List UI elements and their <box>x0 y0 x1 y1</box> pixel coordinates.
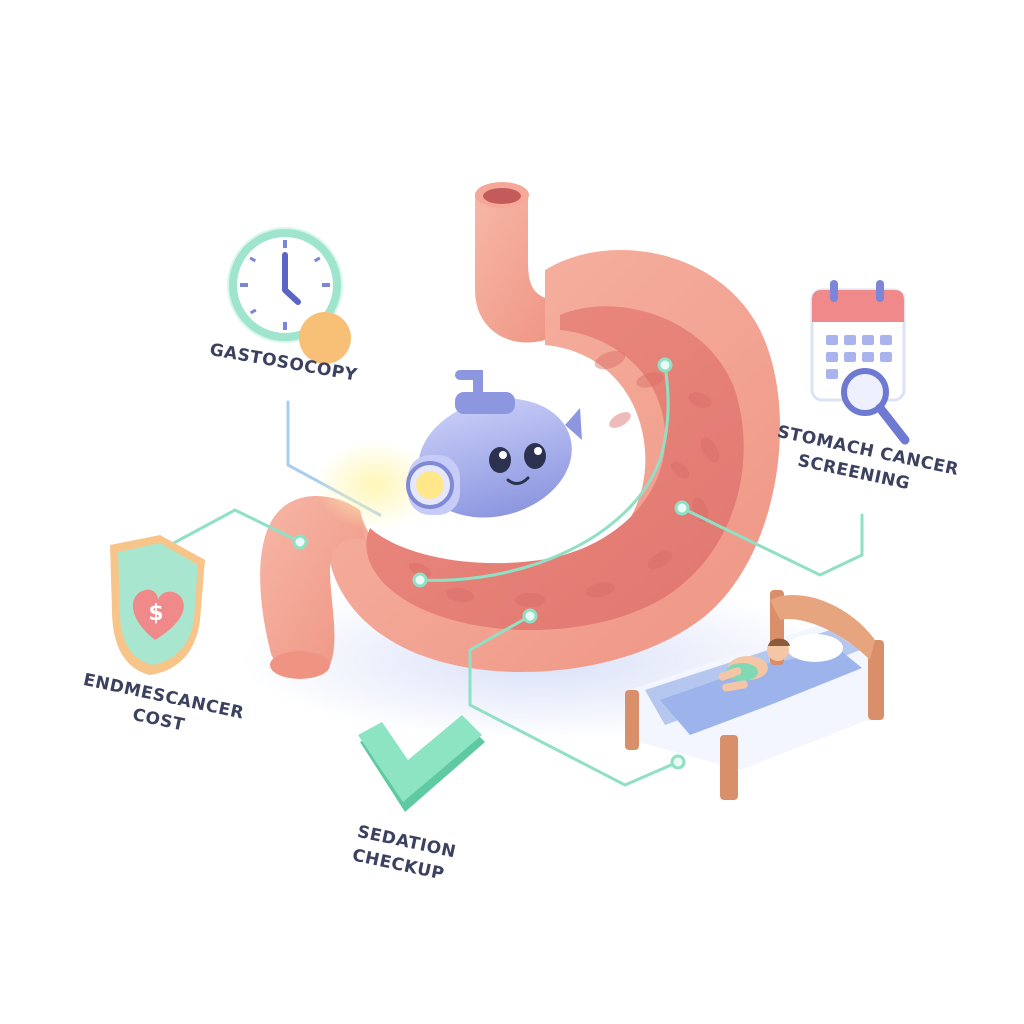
connector-stomach-cancer <box>680 506 864 577</box>
connector-inner-curve <box>418 363 670 582</box>
shield-dollar-icon: $ <box>110 535 205 675</box>
calendar-search-icon <box>810 280 910 445</box>
connector-sedation <box>468 614 680 787</box>
stomach-illustration <box>260 182 780 679</box>
submarine-endoscope-icon <box>315 370 582 530</box>
checkmark-icon <box>358 715 485 812</box>
connector-endoscopy-cost <box>168 508 302 547</box>
clock-icon <box>227 227 351 364</box>
connector-lines <box>168 357 864 787</box>
svg-text:$: $ <box>148 601 163 626</box>
bed-patient-icon <box>625 590 884 800</box>
